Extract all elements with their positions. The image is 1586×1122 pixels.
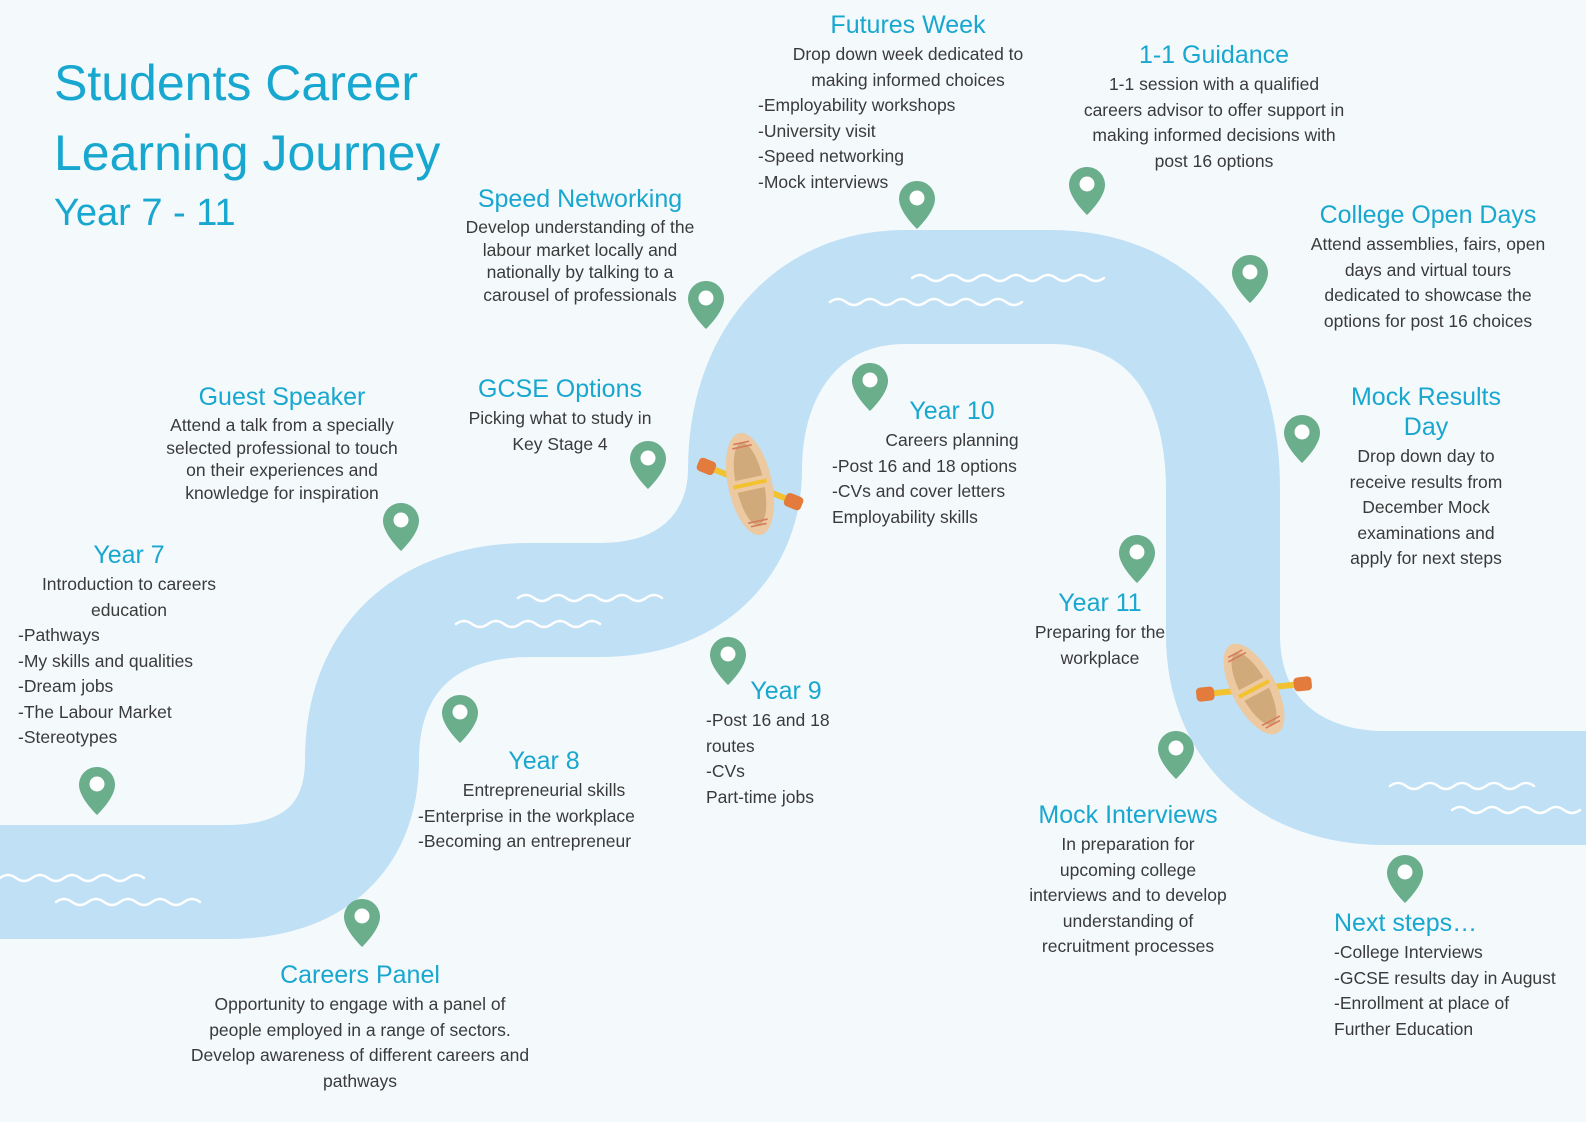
milestone-text: Drop down day to receive results from De…: [1349, 446, 1503, 568]
milestone-title: Next steps…: [1334, 909, 1478, 937]
milestone-items: -College Interviews -GCSE results day in…: [1334, 942, 1556, 1039]
map-pin-icon: [630, 441, 666, 489]
canoe-icon: [1195, 643, 1313, 735]
milestone-text: Attend assemblies, fairs, open days and …: [1310, 234, 1546, 331]
milestone-text: Preparing for the workplace: [1034, 622, 1166, 668]
milestone-items: -Enterprise in the workplace -Becoming a…: [418, 805, 635, 852]
milestone-title: Year 10: [909, 397, 995, 425]
milestone-college-open-days: College Open Days Attend assemblies, fai…: [1288, 200, 1568, 334]
map-pin-icon: [1069, 167, 1105, 215]
milestone-items: -Post 16 and 18 routes -CVs Part-time jo…: [706, 710, 830, 807]
page-title-line2: Learning Journey: [54, 125, 441, 181]
milestone-next-steps: Next steps… -College Interviews -GCSE re…: [1334, 908, 1582, 1042]
map-pin-icon: [852, 363, 888, 411]
milestone-intro: Drop down week dedicated to making infor…: [792, 44, 1024, 90]
map-pin-icon: [899, 181, 935, 229]
water-waves: [0, 273, 1582, 907]
map-pin-icon: [1284, 415, 1320, 463]
page-title-line1: Students Career: [54, 55, 419, 111]
milestone-intro: Introduction to careers education: [41, 574, 217, 620]
milestone-title: Guest Speaker: [198, 383, 366, 411]
milestone-text: Picking what to study in Key Stage 4: [468, 408, 652, 454]
canoe-icon: [696, 432, 804, 536]
milestone-speed-networking: Speed Networking Develop understanding o…: [444, 184, 716, 306]
milestone-title: Year 11: [1058, 589, 1142, 617]
map-pin-icon: [79, 767, 115, 815]
page-subtitle: Year 7 - 11: [54, 192, 236, 234]
milestone-year7: Year 7 Introduction to careers education…: [18, 540, 258, 751]
milestone-intro: Entrepreneurial skills: [462, 780, 626, 800]
map-pin-icon: [710, 637, 746, 685]
milestone-mock-interviews: Mock Interviews In preparation for upcom…: [1008, 800, 1248, 960]
milestone-title: Careers Panel: [280, 961, 440, 989]
milestone-title: 1-1 Guidance: [1138, 41, 1290, 69]
milestone-year10: Year 10 Careers planning -Post 16 and 18…: [832, 396, 1072, 530]
map-pin-icon: [1232, 255, 1268, 303]
milestone-text: Opportunity to engage with a panel of pe…: [190, 994, 530, 1091]
milestone-title: Mock Results Day: [1350, 383, 1502, 441]
milestone-title: Year 7: [93, 541, 165, 569]
milestone-text: 1-1 session with a qualified careers adv…: [1083, 74, 1345, 171]
milestone-text: Develop understanding of the labour mark…: [465, 217, 695, 305]
milestone-items: -Pathways -My skills and qualities -Drea…: [18, 625, 194, 747]
milestone-futures-week: Futures Week Drop down week dedicated to…: [758, 10, 1058, 195]
milestone-year9: Year 9 -Post 16 and 18 routes -CVs Part-…: [706, 676, 866, 810]
milestone-items: -Post 16 and 18 options -CVs and cover l…: [832, 455, 1017, 527]
milestone-guest-speaker: Guest Speaker Attend a talk from a speci…: [142, 382, 422, 504]
milestone-title: Year 9: [750, 677, 822, 705]
milestone-mock-results-day: Mock Results Day Drop down day to receiv…: [1326, 382, 1526, 572]
milestone-title: GCSE Options: [478, 375, 642, 403]
milestone-title: Mock Interviews: [1038, 801, 1218, 829]
milestone-year11: Year 11 Preparing for the workplace: [1010, 588, 1190, 671]
map-pin-icon: [442, 695, 478, 743]
milestone-title: Futures Week: [830, 11, 986, 39]
map-pin-icon: [1158, 731, 1194, 779]
milestone-text: Attend a talk from a specially selected …: [166, 415, 398, 503]
map-pin-icon: [344, 899, 380, 947]
map-pin-icon: [383, 503, 419, 551]
milestone-gcse-options: GCSE Options Picking what to study in Ke…: [445, 374, 675, 457]
milestone-title: Speed Networking: [477, 185, 683, 213]
milestone-careers-panel: Careers Panel Opportunity to engage with…: [160, 960, 560, 1094]
milestone-year8: Year 8 Entrepreneurial skills -Enterpris…: [418, 746, 678, 855]
map-pin-icon: [688, 281, 724, 329]
milestone-title: College Open Days: [1319, 201, 1537, 229]
milestone-items: -Employability workshops -University vis…: [758, 95, 956, 192]
milestone-guidance: 1-1 Guidance 1-1 session with a qualifie…: [1064, 40, 1364, 174]
milestone-text: In preparation for upcoming college inte…: [1029, 834, 1227, 956]
map-pin-icon: [1119, 535, 1155, 583]
milestone-title: Year 8: [508, 747, 580, 775]
milestone-intro: Careers planning: [885, 430, 1019, 450]
map-pin-icon: [1387, 855, 1423, 903]
